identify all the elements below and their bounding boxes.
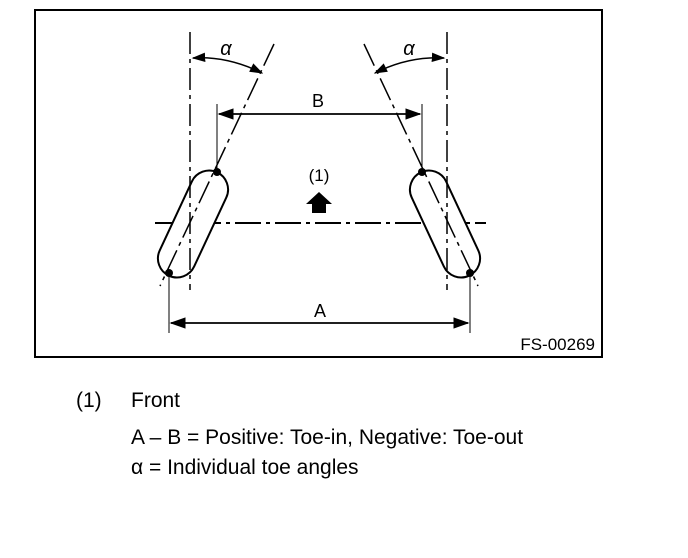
legend-item-label: Front [131, 389, 181, 412]
front-arrow-icon [306, 192, 332, 213]
right-alpha-label: α [403, 38, 415, 60]
right-wheel-axis-line [363, 43, 479, 287]
legend-item-number: (1) [76, 389, 102, 412]
left-rear-point [165, 269, 173, 277]
legend-alpha-definition: α = Individual toe angles [131, 456, 359, 479]
left-front-point [213, 168, 221, 176]
left-alpha-arc [191, 52, 264, 74]
left-alpha-label: α [220, 38, 232, 60]
figure-frame [34, 9, 603, 358]
toe-alignment-diagram: α α B A (1) FS-00269 [34, 9, 603, 358]
right-front-point [418, 168, 426, 176]
figure-code: FS-00269 [520, 335, 595, 354]
legend-toe-definition: A – B = Positive: Toe-in, Negative: Toe-… [131, 426, 524, 449]
front-marker-label: (1) [309, 166, 330, 185]
a-dimension-label: A [314, 301, 326, 321]
right-rear-point [466, 269, 474, 277]
right-alpha-arc [373, 52, 446, 74]
b-dimension-label: B [312, 91, 324, 111]
